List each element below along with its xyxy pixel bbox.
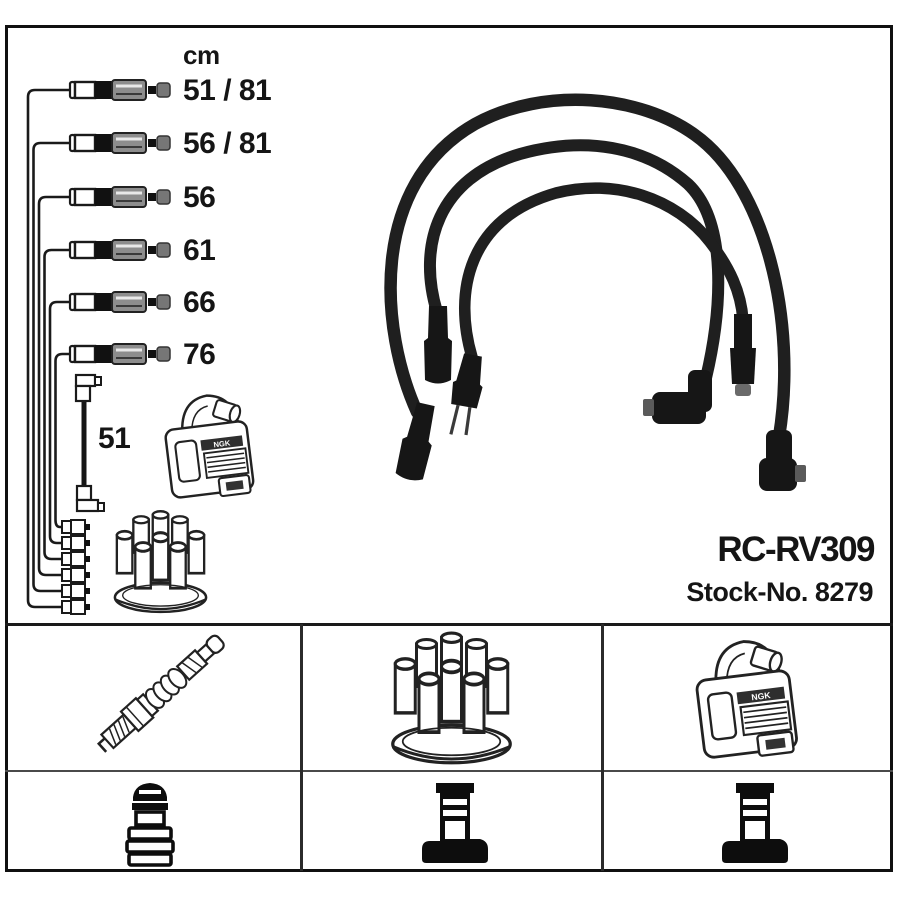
table-column-divider (300, 624, 303, 871)
cable-length-label: 76 (183, 338, 216, 371)
table-column-divider (601, 624, 604, 871)
cable-length-label: 56 / 81 (183, 127, 272, 160)
cable-length-label: 66 (183, 286, 216, 319)
image-frame (5, 25, 893, 872)
stock-number: Stock-No. 8279 (686, 577, 873, 607)
cable-length-label: 51 / 81 (183, 74, 272, 107)
table-row-divider (5, 770, 893, 772)
coil-wire-length-label: 51 (98, 422, 131, 455)
unit-header: cm (183, 40, 220, 70)
product-model: RC-RV309 (717, 530, 875, 569)
table-top-border (5, 623, 893, 626)
cable-length-label: 61 (183, 234, 216, 267)
cable-length-label: 56 (183, 181, 216, 214)
